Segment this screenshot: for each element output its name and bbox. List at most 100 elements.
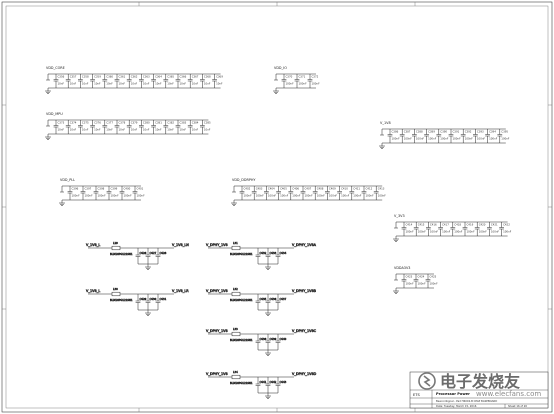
capacitor-ref: C414 xyxy=(406,223,413,227)
watermark: 电子发烧友 www.elecfans.com xyxy=(418,372,541,398)
capacitor xyxy=(401,274,407,288)
net-label: VDDA3V3 xyxy=(394,266,410,270)
capacitor-ref: C441 xyxy=(260,380,267,384)
filter-output-net: V_DPHY_1V8A xyxy=(292,243,317,247)
capacitor-ref: C413 xyxy=(378,187,385,191)
capacitor-value: 100nF xyxy=(418,282,427,286)
capacitor-value: 10nF xyxy=(131,128,138,132)
capacitor xyxy=(436,129,442,143)
capacitor-ref: C415 xyxy=(418,223,425,227)
filter-input-net: V_DPHY_1V8 xyxy=(206,243,228,247)
capacitor-value: 100nF xyxy=(98,194,107,198)
capacitor-value: 100nF xyxy=(329,194,338,198)
capacitor-value: 100nF xyxy=(268,194,277,198)
capacitor xyxy=(487,222,492,236)
capacitor-ref: C437 xyxy=(280,297,287,301)
capacitor-ref: C368 xyxy=(204,75,211,79)
capacitor-ref: C435 xyxy=(260,297,267,301)
capacitor-value: 10nF xyxy=(82,82,89,86)
capacitor-ref: C356 xyxy=(58,75,65,79)
filter-input-net: V_1V8_L xyxy=(86,289,100,293)
capacitor-value: 100nF xyxy=(137,194,146,198)
ferrite-bead-icon xyxy=(231,331,241,337)
capacitor-ref: C384 xyxy=(192,121,199,125)
capacitor-ref: C397 xyxy=(85,187,92,191)
capacitor-value: 100nF xyxy=(454,230,463,234)
capacitor xyxy=(126,74,132,88)
capacitor-value: 100nF xyxy=(406,282,415,286)
capacitor-value: 10nF xyxy=(204,82,211,86)
capacitor xyxy=(401,222,407,236)
capacitor-ref: C363 xyxy=(143,75,150,79)
capacitor xyxy=(212,74,217,88)
capacitor-ref: C428 xyxy=(160,251,167,255)
capacitor xyxy=(175,120,181,134)
capacitor-group: V_3V3C414100nFC415100nFC416100nFC417100n… xyxy=(393,214,512,242)
capacitor-value: 100nF xyxy=(366,194,375,198)
capacitor xyxy=(119,186,125,200)
capacitor xyxy=(78,120,83,134)
net-label: V_3V3 xyxy=(394,214,405,218)
capacitor xyxy=(281,74,287,88)
capacitor-ref: C440 xyxy=(280,337,287,341)
capacitor-value: 10nF xyxy=(192,82,199,86)
capacitor-value: 10nF xyxy=(58,82,65,86)
capacitor xyxy=(106,186,112,200)
bead-ref: L29 xyxy=(113,241,118,245)
capacitor-ref: C421 xyxy=(491,223,498,227)
capacitor-group: VDD_PLLC396100nFC397100nFC398100nFC39910… xyxy=(59,178,146,206)
watermark-url: www.elecfans.com xyxy=(476,390,541,398)
bead-part: BLM18PG121SN1 xyxy=(230,381,253,385)
net-label: VDD_DDRPHY xyxy=(232,178,256,182)
capacitor-value: 10nF xyxy=(143,82,150,86)
title-block-date: Date: Tuesday, March 15, 2016 xyxy=(436,404,477,408)
capacitor-value: 100nF xyxy=(479,230,488,234)
capacitor-value: 10nF xyxy=(82,128,89,132)
capacitor xyxy=(90,120,95,134)
capacitor-ref: C410 xyxy=(341,187,348,191)
watermark-logo-icon xyxy=(418,372,436,390)
capacitor-ref: C424 xyxy=(418,275,425,279)
capacitor-value: 100nF xyxy=(299,82,308,86)
capacitor-ref: C439 xyxy=(270,337,277,341)
capacitor-ref: C430 xyxy=(150,297,157,301)
capacitor xyxy=(387,129,393,143)
capacitor-value: 100nF xyxy=(406,230,415,234)
filter-input-net: V_1V8_L xyxy=(86,243,100,247)
capacitor-ref: C362 xyxy=(131,75,138,79)
capacitor-value: 100nF xyxy=(280,194,289,198)
capacitor-value: 10nF xyxy=(94,82,101,86)
capacitor xyxy=(307,74,313,88)
capacitor xyxy=(67,186,73,200)
ground-symbol xyxy=(45,134,51,140)
ground-symbol xyxy=(265,393,271,399)
filter-output-net: V_DPHY_1V8D xyxy=(292,372,317,376)
capacitor xyxy=(413,274,419,288)
capacitor-ref: C388 xyxy=(416,130,423,134)
capacitor xyxy=(187,74,193,88)
capacitor-value: 100nF xyxy=(292,194,301,198)
capacitor-value: 100nF xyxy=(503,230,512,234)
ground-symbol xyxy=(273,88,279,94)
net-label: VDD_CORE xyxy=(46,66,65,70)
capacitor-value: 100nF xyxy=(467,230,476,234)
capacitor xyxy=(399,129,405,143)
capacitor-ref: C425 xyxy=(430,275,437,279)
capacitor-ref: C442 xyxy=(270,380,277,384)
capacitor-value: 10nF xyxy=(94,128,101,132)
capacitor-value: 100nF xyxy=(430,230,439,234)
capacitor-value: 100nF xyxy=(111,194,120,198)
capacitor-ref: C360 xyxy=(106,75,113,79)
title-block: ETS Processor Power BeaconSignal - Pad H… xyxy=(409,371,549,409)
capacitor-value: 10nF xyxy=(167,128,174,132)
capacitor xyxy=(474,222,480,236)
ground-symbol xyxy=(265,264,271,270)
capacitor-ref: C373 xyxy=(58,121,65,125)
capacitor-ref: C407 xyxy=(305,187,312,191)
capacitor-ref: C402 xyxy=(244,187,251,191)
bead-ref: L34 xyxy=(233,370,238,374)
capacitor-ref: C385 xyxy=(204,121,211,125)
